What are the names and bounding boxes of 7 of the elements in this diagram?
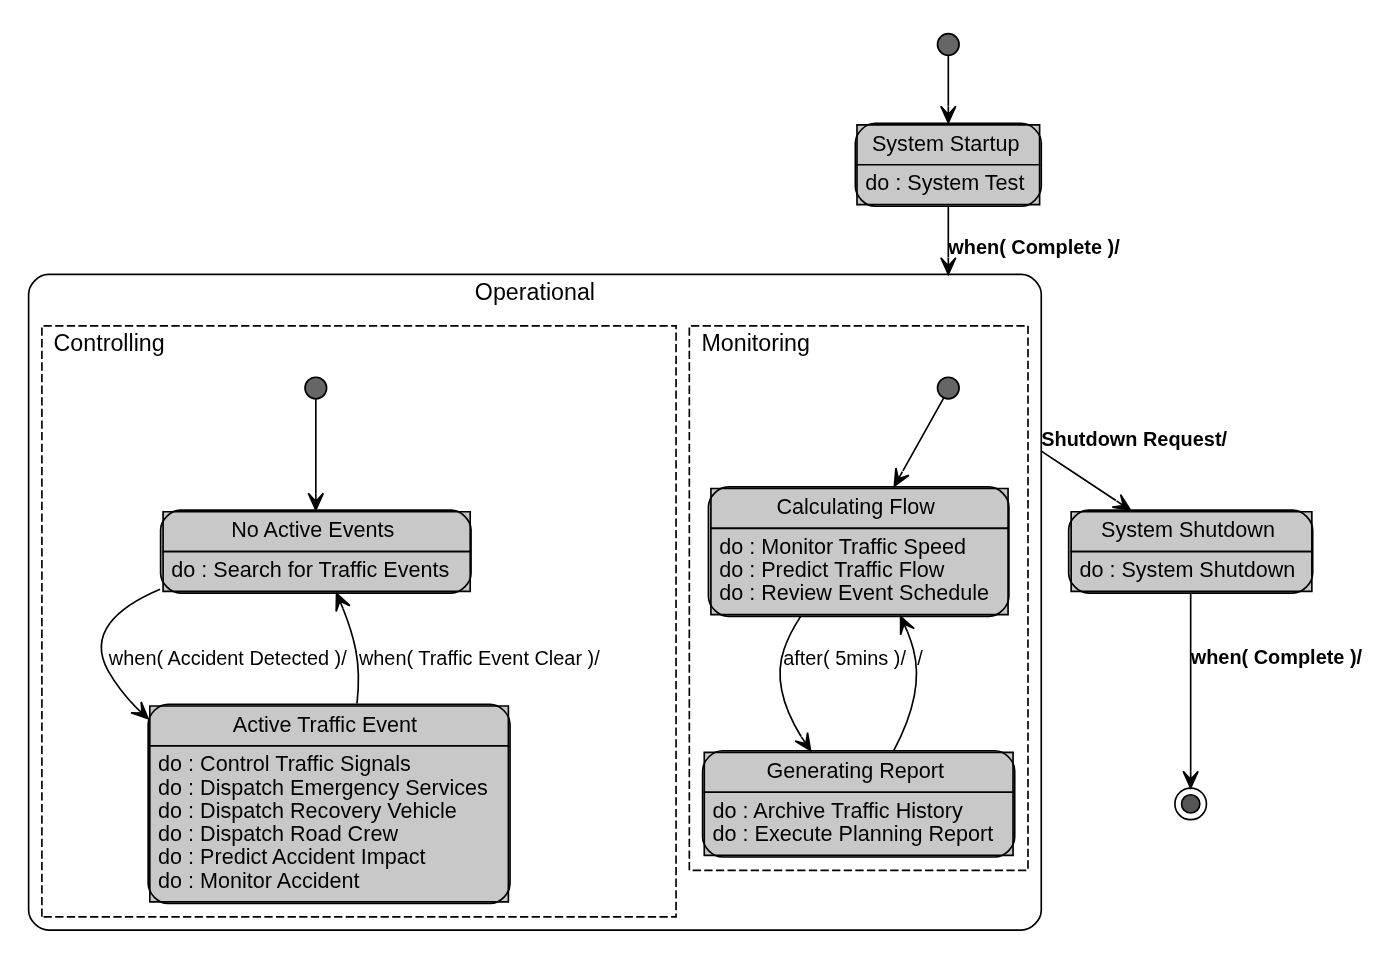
edge-label: when( Accident Detected )/: [108, 646, 347, 669]
edge-label: /: [917, 646, 923, 669]
edge-label: when( Complete )/: [1190, 645, 1363, 668]
edge-label: when( Complete )/: [948, 235, 1120, 258]
edge-label: after( 5mins )/: [783, 646, 906, 669]
edge-label: Shutdown Request/: [1041, 427, 1228, 450]
edge-label: when( Traffic Event Clear )/: [358, 646, 600, 669]
